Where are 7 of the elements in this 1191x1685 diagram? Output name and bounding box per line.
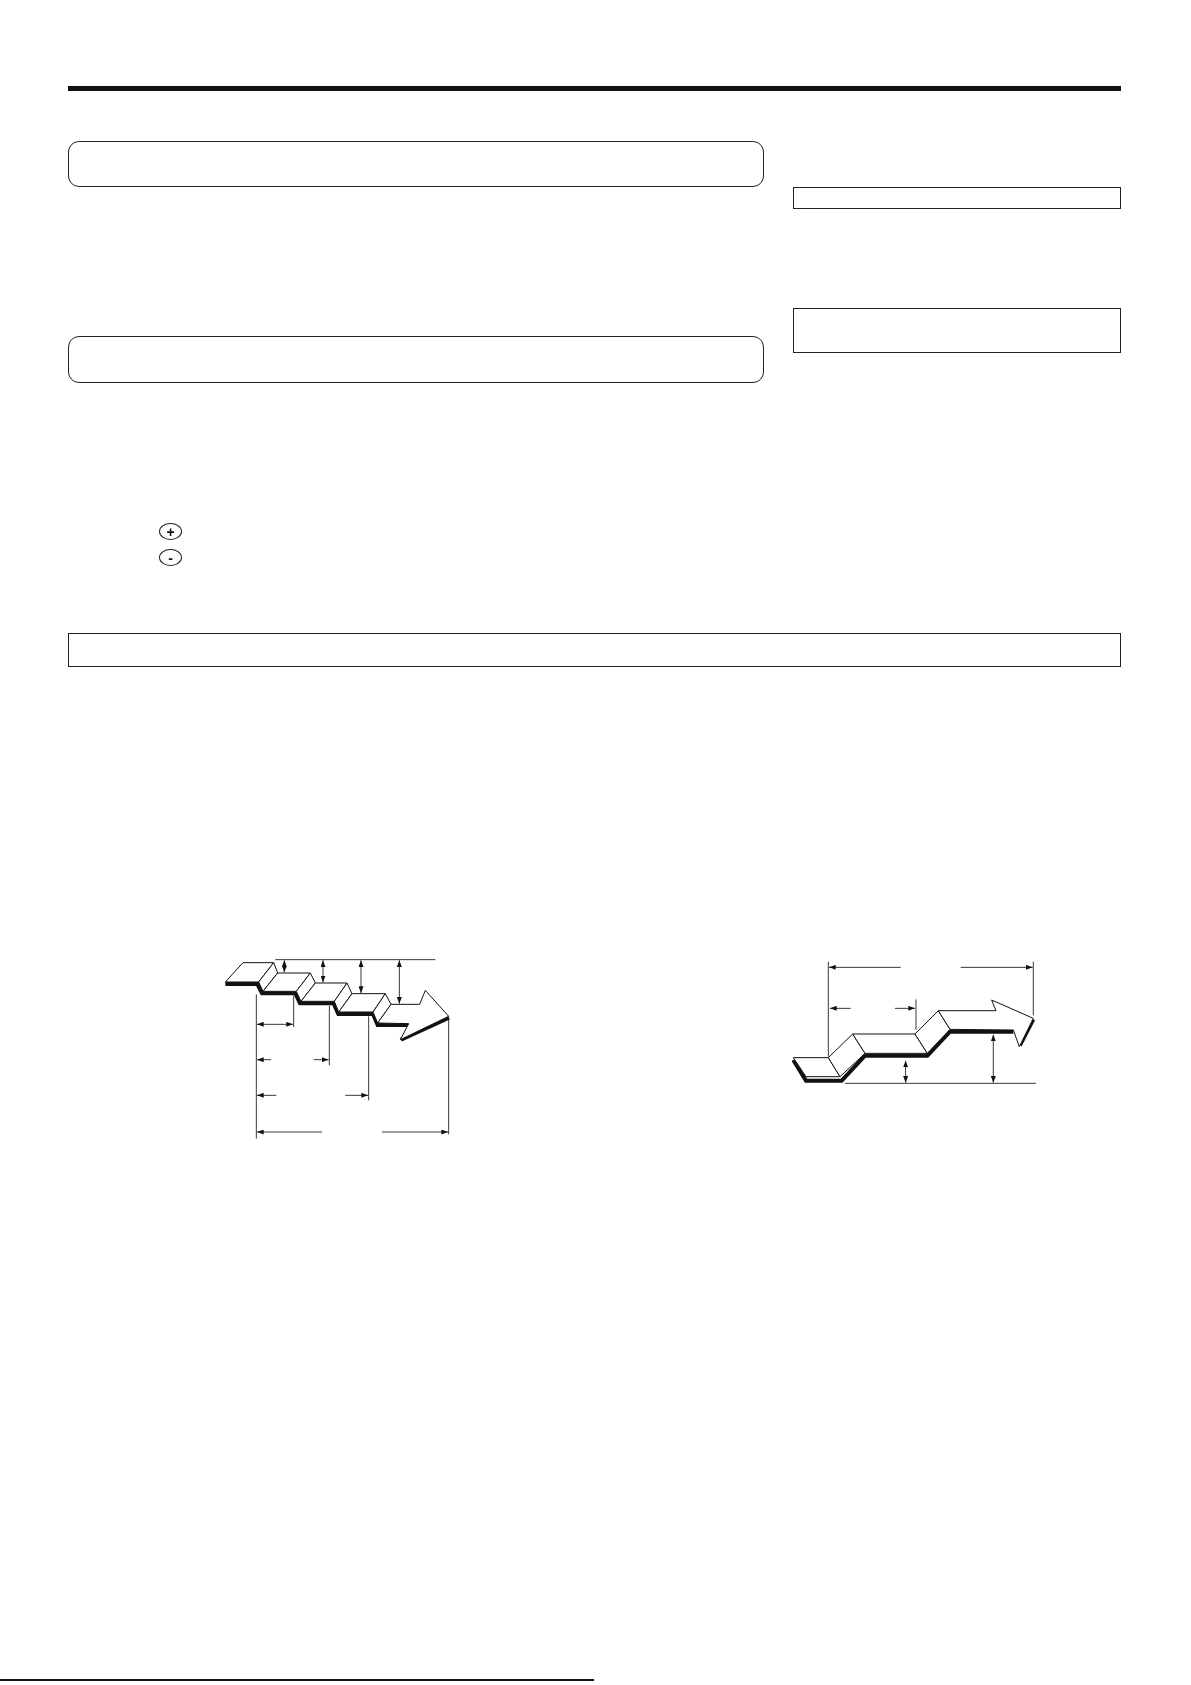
frame (793, 187, 1121, 209)
frame (68, 633, 1121, 667)
plus-key: + (159, 523, 182, 540)
frame (793, 308, 1121, 353)
rounded-frame (68, 141, 764, 187)
minus-key: - (159, 549, 182, 566)
rounded-frame (68, 336, 764, 383)
